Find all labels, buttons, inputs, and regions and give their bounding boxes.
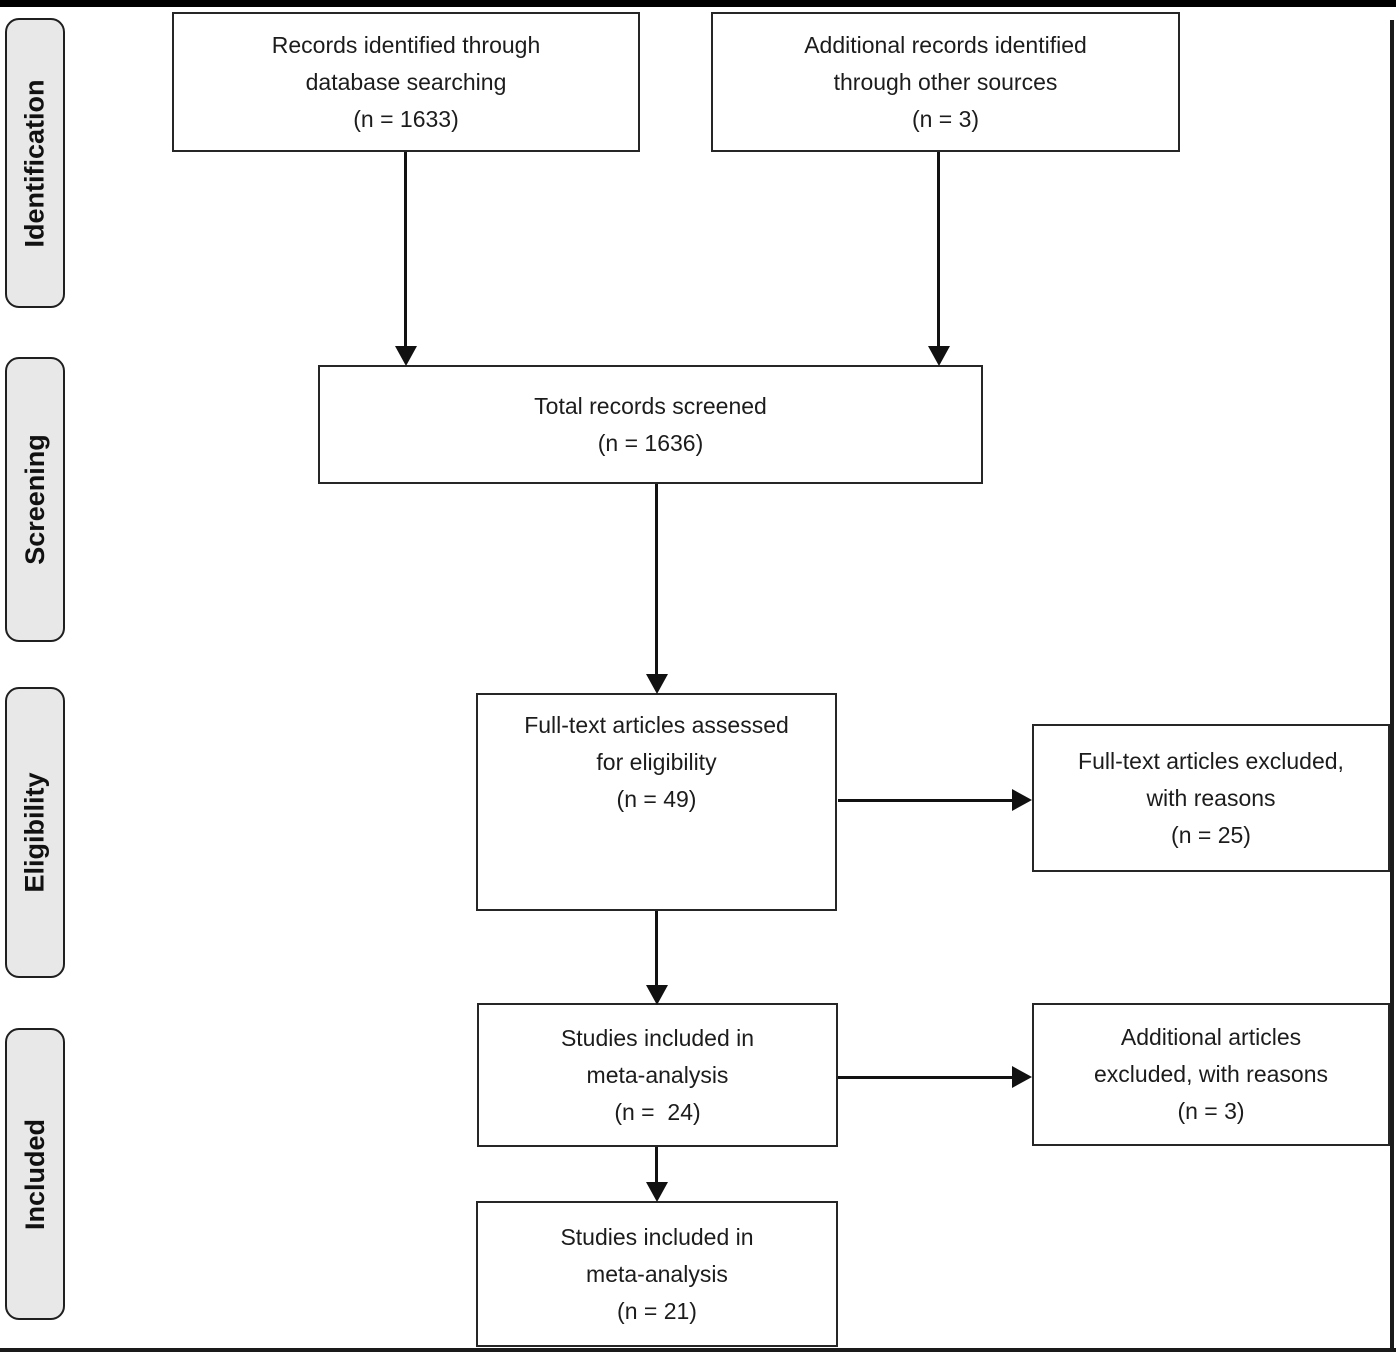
box-text-line: (n = 49) — [616, 786, 697, 812]
box-text-line: database searching — [305, 68, 507, 95]
box-text-line: Total records screened — [534, 392, 767, 419]
stage-label-text: Eligibility — [19, 772, 50, 893]
arrow-studies-to-additional-excluded — [838, 1076, 1014, 1079]
stage-label-text: Identification — [19, 79, 50, 247]
box-text-line: meta-analysis — [586, 1061, 729, 1088]
arrowhead-down-icon — [928, 346, 950, 366]
arrowhead-down-icon — [646, 1182, 668, 1202]
arrow-records-to-total — [404, 152, 407, 346]
arrow-total-to-fulltext — [655, 484, 658, 676]
box-text-line: (n = 1636) — [597, 429, 704, 456]
box-studies-included-meta: Studies included in meta-analysis (n = 2… — [477, 1003, 838, 1147]
box-records-identified: Records identified through database sear… — [172, 12, 640, 152]
frame-bottom-bar — [0, 1348, 1396, 1352]
frame-right-bar — [1390, 20, 1394, 1352]
box-text-line: (n = 3) — [1177, 1098, 1245, 1124]
box-text-line: for eligibility — [596, 749, 717, 775]
box-text-line: Records identified through — [271, 31, 541, 58]
box-additional-records: Additional records identified through ot… — [711, 12, 1180, 152]
arrowhead-down-icon — [646, 985, 668, 1005]
box-text-line: (n = 3) — [911, 105, 980, 132]
arrowhead-down-icon — [646, 674, 668, 694]
box-text-line: Studies included in — [560, 1223, 754, 1250]
arrowhead-right-icon — [1012, 789, 1032, 811]
box-text-line: meta-analysis — [586, 1260, 728, 1287]
stage-label-screening: Screening — [5, 357, 65, 642]
box-text-line: Additional articles — [1120, 1024, 1302, 1050]
stage-label-eligibility: Eligibility — [5, 687, 65, 978]
arrow-fulltext-to-excluded — [838, 799, 1014, 802]
box-text-line: (n = 24) — [614, 1098, 701, 1125]
box-text-line: Full-text articles excluded, — [1078, 747, 1344, 774]
arrowhead-down-icon — [395, 346, 417, 366]
stage-label-text: Screening — [19, 434, 50, 565]
stage-label-included: Included — [5, 1028, 65, 1320]
box-fulltext-assessed: Full-text articles assessed for eligibil… — [476, 693, 837, 911]
box-text-line: with reasons — [1146, 784, 1276, 811]
box-text-line: excluded, with reasons — [1094, 1061, 1328, 1087]
arrow-studies-to-final — [655, 1147, 658, 1184]
box-studies-included-final: Studies included in meta-analysis (n = 2… — [476, 1201, 838, 1347]
frame-top-bar — [0, 0, 1396, 7]
box-text-line: (n = 25) — [1171, 821, 1251, 848]
box-text-line: (n = 21) — [617, 1297, 697, 1324]
stage-label-identification: Identification — [5, 18, 65, 308]
box-text-line: Studies included in — [560, 1024, 755, 1051]
box-text-line: (n = 1633) — [353, 105, 459, 132]
arrow-fulltext-to-studies — [655, 911, 658, 987]
arrowhead-right-icon — [1012, 1066, 1032, 1088]
box-total-records-screened: Total records screened (n = 1636) — [318, 365, 983, 484]
box-text-line: Full-text articles assessed — [524, 712, 789, 738]
arrow-additional-to-total — [937, 152, 940, 346]
box-text-line: through other sources — [833, 68, 1058, 95]
box-additional-excluded: Additional articles excluded, with reaso… — [1032, 1003, 1390, 1146]
box-fulltext-excluded: Full-text articles excluded, with reason… — [1032, 724, 1390, 872]
box-text-line: Additional records identified — [804, 31, 1087, 58]
stage-label-text: Included — [19, 1118, 50, 1230]
